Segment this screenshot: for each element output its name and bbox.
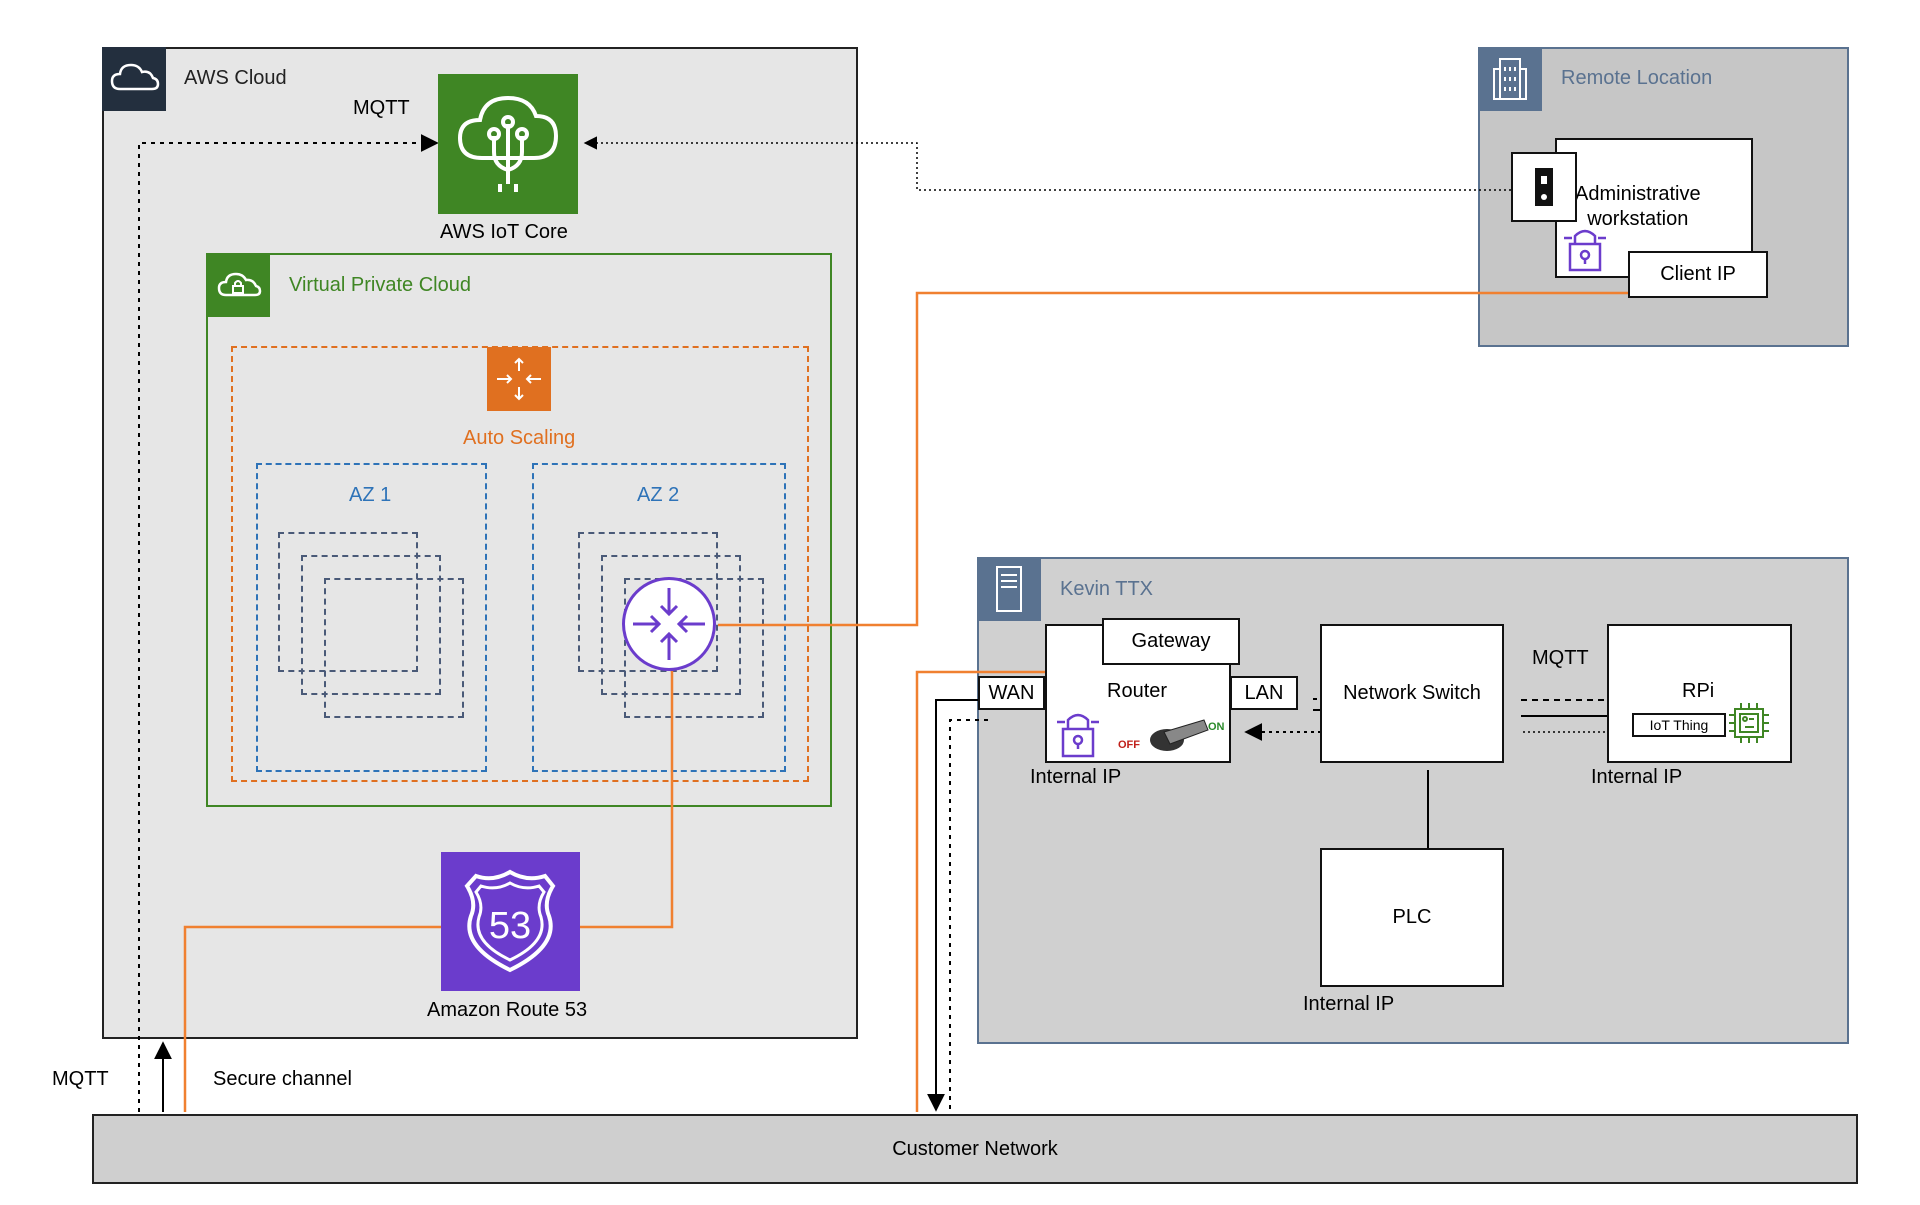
mqtt-dotted-connector (138, 134, 439, 1112)
aws-cloud-title: AWS Cloud (184, 67, 287, 89)
az1-instance-1 (278, 532, 418, 672)
wan-port[interactable]: WAN (978, 676, 1045, 710)
chip-icon (1726, 700, 1772, 746)
client-ip-box[interactable]: Client IP (1628, 251, 1768, 298)
padlock-icon (1560, 222, 1610, 274)
kevin-ttx-title: Kevin TTX (1060, 578, 1153, 600)
server-icon (977, 557, 1041, 621)
wan-dotted-connector (949, 719, 988, 1112)
az1-instance-2 (301, 555, 441, 695)
wan-label: WAN (988, 681, 1035, 704)
vpn-router-icon[interactable] (622, 577, 716, 671)
route53-label: Amazon Route 53 (427, 999, 588, 1021)
router-padlock-icon (1053, 705, 1103, 760)
usb-key-icon (1511, 152, 1577, 222)
az2-group (532, 463, 786, 772)
vpc-group (206, 253, 832, 807)
wan-down-arrow (927, 699, 988, 1112)
customer-network-bar: Customer Network (92, 1114, 1858, 1184)
toggle-switch-icon[interactable]: OFF ON (1112, 710, 1224, 760)
az1-instance-3 (324, 578, 464, 718)
auto-scaling-icon (487, 347, 551, 411)
gateway-box[interactable]: Gateway (1102, 618, 1240, 665)
mqtt-right-label: MQTT (1532, 647, 1589, 669)
cloud-icon (102, 47, 166, 111)
iot-thing-label: IoT Thing (1649, 717, 1709, 733)
switch-off-label: OFF (1118, 739, 1140, 751)
network-switch-box[interactable]: Network Switch (1320, 624, 1504, 763)
route53-badge: 53 (489, 905, 531, 947)
secure-channel-label: Secure channel (213, 1068, 352, 1090)
plc-label: PLC (1392, 906, 1432, 928)
rpi-label: RPi (1682, 680, 1715, 702)
az1-label: AZ 1 (349, 484, 392, 506)
rpi-internal-ip: Internal IP (1591, 766, 1683, 788)
iot-core-label: AWS IoT Core (440, 221, 568, 243)
mqtt-left-label: MQTT (52, 1068, 109, 1090)
client-ip-label: Client IP (1660, 263, 1736, 285)
router-label: Router (1107, 680, 1168, 702)
switch-on-label: ON (1208, 721, 1224, 733)
az2-instance-3 (624, 578, 764, 718)
building-icon (1478, 47, 1542, 111)
plc-internal-ip: Internal IP (1303, 993, 1395, 1015)
vpn-route53-connector (580, 671, 674, 929)
lan-port[interactable]: LAN (1230, 676, 1298, 710)
customer-network-label: Customer Network (892, 1137, 1058, 1160)
remote-location-title: Remote Location (1561, 67, 1713, 89)
admin-to-iot-connector (583, 136, 1521, 191)
vpc-title: Virtual Private Cloud (289, 274, 471, 296)
az2-label: AZ 2 (637, 484, 680, 506)
iot-thing-tag[interactable]: IoT Thing (1632, 713, 1726, 737)
lan-label: LAN (1244, 681, 1284, 704)
network-switch-label: Network Switch (1343, 682, 1481, 704)
vpc-cloud-lock-icon (206, 253, 270, 317)
plc-box[interactable]: PLC (1320, 848, 1504, 987)
iot-core-icon[interactable] (438, 74, 578, 214)
secure-channel-connector (183, 925, 441, 1112)
mqtt-top-label: MQTT (353, 97, 410, 119)
client-ip-vpn-connector (718, 291, 1644, 627)
az1-group (256, 463, 487, 772)
rpi-box[interactable] (1607, 624, 1792, 763)
router-internal-ip: Internal IP (1030, 766, 1122, 788)
az2-instance-1 (578, 532, 718, 672)
admin-workstation-label: Administrative workstation (1575, 183, 1701, 230)
auto-scaling-label: Auto Scaling (463, 427, 576, 449)
route53-shield-icon[interactable]: 53 (441, 852, 580, 991)
gateway-label: Gateway (1131, 630, 1211, 652)
